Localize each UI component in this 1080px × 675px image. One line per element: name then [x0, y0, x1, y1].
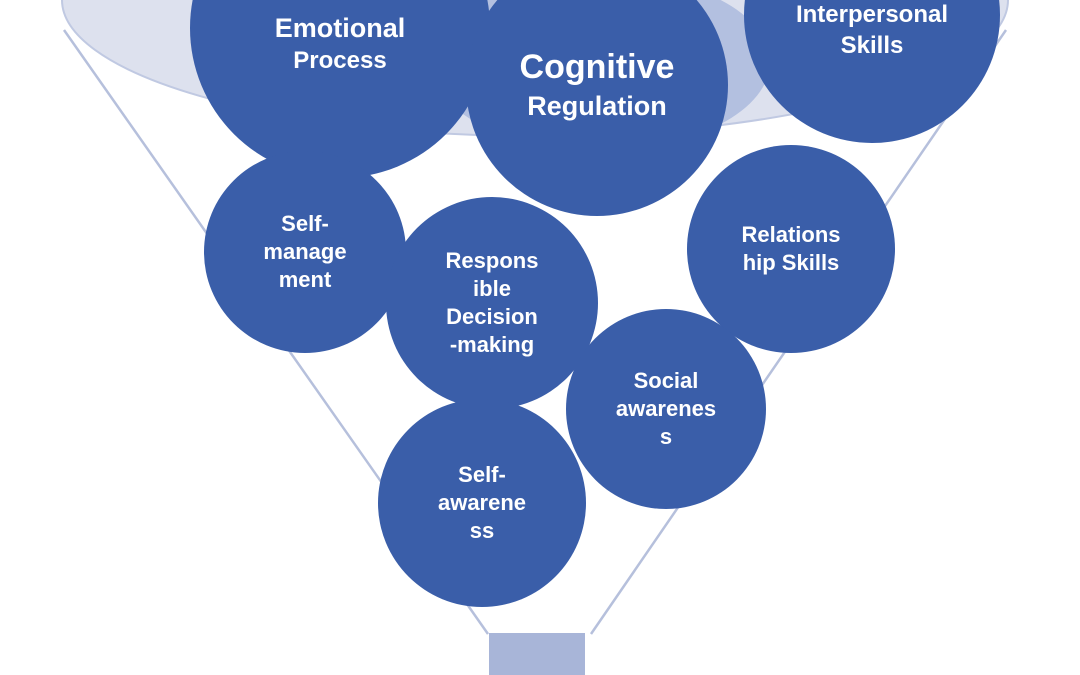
node-self-management-label: Self- manage ment [263, 210, 346, 294]
node-self-awareness-label: Self- awarene ss [438, 461, 526, 545]
node-text-line: -making [449, 332, 535, 358]
node-social-awareness-label: Social awarenes s [616, 367, 716, 451]
node-text-line: manage [263, 238, 347, 264]
node-text-line: Social [633, 367, 699, 393]
node-cognitive-regulation: Cognitive Regulation [466, 0, 728, 216]
node-text-line: Skills [840, 32, 904, 59]
node-text-line: hip Skills [742, 250, 840, 275]
node-responsible-decision-making-label: Respons ible Decision -making [446, 247, 539, 360]
node-text-line: Cognitive [519, 47, 675, 86]
node-cognitive-regulation-label: Cognitive Regulation [520, 46, 675, 124]
node-text-line: ment [278, 267, 332, 293]
node-relationship-skills: Relations hip Skills [687, 145, 895, 353]
node-text-line: Interpersonal [795, 1, 949, 29]
node-text-line: Self- [458, 461, 506, 487]
node-text-line: Emotional [274, 13, 406, 44]
node-text-line: s [659, 424, 673, 450]
node-self-awareness: Self- awarene ss [378, 399, 586, 607]
node-interpersonal-skills-label: Interpersonal Skills [796, 0, 948, 61]
node-text-line: awarene [437, 489, 527, 515]
node-text-line: ible [473, 275, 511, 301]
node-emotional-process-label: Emotional Process [275, 11, 406, 76]
node-social-awareness: Social awarenes s [566, 309, 766, 509]
node-responsible-decision-making: Respons ible Decision -making [386, 197, 598, 409]
node-text-line: Regulation [527, 91, 667, 122]
node-text-line: ss [469, 518, 495, 544]
node-self-management: Self- manage ment [204, 151, 406, 353]
funnel-stem [489, 633, 585, 675]
node-text-line: awarenes [615, 395, 717, 421]
node-relationship-skills-label: Relations hip Skills [741, 221, 840, 277]
node-text-line: Process [293, 46, 387, 74]
node-text-line: Decision [446, 304, 538, 329]
node-text-line: Relations [741, 221, 841, 247]
node-text-line: Self- [281, 210, 329, 236]
node-text-line: Respons [445, 247, 539, 273]
